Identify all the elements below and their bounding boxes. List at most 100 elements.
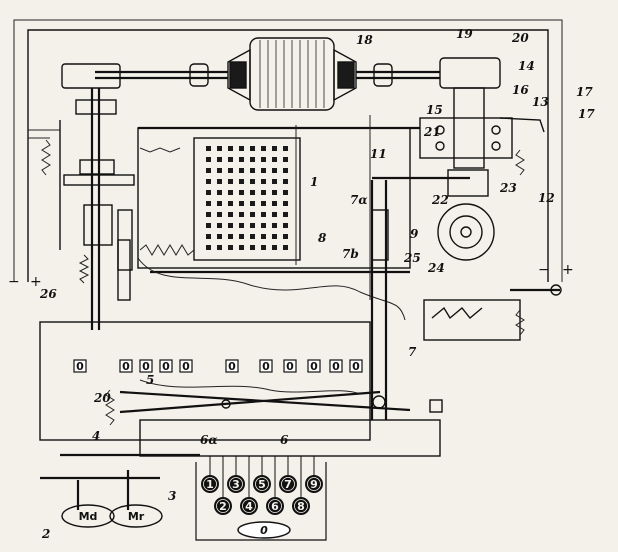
carriage-pin xyxy=(261,223,266,228)
carriage-pin xyxy=(228,157,233,162)
carriage-pin xyxy=(283,157,288,162)
carriage-pin xyxy=(283,234,288,239)
carriage-pin xyxy=(261,245,266,250)
carriage-pin xyxy=(217,234,222,239)
label-18: 18 xyxy=(356,33,373,47)
md-button-label: Md xyxy=(79,510,98,523)
register-digit: 0 xyxy=(182,360,190,373)
key-7[interactable]: 7 xyxy=(279,456,297,493)
carriage-pin xyxy=(217,245,222,250)
label-16: 16 xyxy=(512,83,529,97)
register-digit: 0 xyxy=(286,360,294,373)
label-7b: 7b xyxy=(342,247,359,261)
mr-button-label: Mr xyxy=(128,510,145,523)
carriage-pin xyxy=(206,190,211,195)
left-gear-train xyxy=(41,88,135,330)
carriage-pin xyxy=(283,245,288,250)
label-19: 19 xyxy=(456,27,473,41)
label-12: 12 xyxy=(538,191,555,205)
keyboard-housing xyxy=(195,462,327,541)
key-4[interactable]: 4 xyxy=(240,456,258,515)
carriage-pin xyxy=(228,201,233,206)
register-window: 0 xyxy=(349,359,363,373)
carriage-pin xyxy=(272,234,277,239)
carriage-pin xyxy=(239,146,244,151)
carriage-pin xyxy=(228,212,233,217)
carriage-pin xyxy=(239,201,244,206)
lever-7 xyxy=(370,176,470,420)
label-4: 4 xyxy=(92,429,100,443)
carriage-pin xyxy=(272,245,277,250)
key-2-label: 2 xyxy=(219,500,227,513)
key-9[interactable]: 9 xyxy=(305,456,323,493)
drive-shaft xyxy=(61,57,501,89)
carriage-pin xyxy=(239,234,244,239)
carriage-pin xyxy=(272,146,277,151)
carriage-pin xyxy=(261,201,266,206)
carriage-pin xyxy=(228,223,233,228)
label-8: 8 xyxy=(318,231,327,245)
carriage-pin xyxy=(228,234,233,239)
label-23: 23 xyxy=(499,181,517,195)
carriage-pin xyxy=(261,179,266,184)
key-8[interactable]: 8 xyxy=(292,456,310,515)
carriage-pin xyxy=(206,179,211,184)
left-minus-sign: − xyxy=(8,274,20,290)
carriage-pin xyxy=(261,234,266,239)
carriage-pin xyxy=(206,157,211,162)
carriage-pin xyxy=(217,168,222,173)
key-6-label: 6 xyxy=(271,500,279,513)
pin-grid xyxy=(206,146,288,250)
label-13: 13 xyxy=(532,95,549,109)
carriage-pin xyxy=(272,168,277,173)
label-9: 9 xyxy=(410,227,419,241)
key-9-label: 9 xyxy=(310,478,318,491)
key-7-label: 7 xyxy=(284,478,292,491)
carriage-pin xyxy=(250,223,255,228)
carriage-pin xyxy=(272,212,277,217)
register-window: 0 xyxy=(283,359,297,373)
carriage-pin xyxy=(283,212,288,217)
key-2[interactable]: 2 xyxy=(214,456,232,515)
carriage-pin xyxy=(228,146,233,151)
label-7a: 7α xyxy=(350,193,368,207)
label-1: 1 xyxy=(310,175,318,189)
key-5[interactable]: 5 xyxy=(253,456,271,493)
carriage-pin xyxy=(217,212,222,217)
label-20a: 20 xyxy=(511,31,529,45)
carriage-pin xyxy=(283,179,288,184)
key-6[interactable]: 6 xyxy=(266,456,284,515)
label-11: 11 xyxy=(370,147,387,161)
key-3[interactable]: 3 xyxy=(227,456,245,493)
key-1[interactable]: 1 xyxy=(201,456,219,493)
key-0[interactable]: 0 xyxy=(237,521,291,539)
right-plus-sign: + xyxy=(562,262,574,278)
register-window: 0 xyxy=(73,359,87,373)
mr-button[interactable]: Mr xyxy=(109,504,163,528)
carriage-pin xyxy=(283,146,288,151)
carriage-pin xyxy=(283,201,288,206)
carriage-pin xyxy=(250,179,255,184)
carriage-pin xyxy=(250,201,255,206)
register-window: 0 xyxy=(259,359,273,373)
left-plus-sign: + xyxy=(30,274,42,290)
carriage-pin xyxy=(217,223,222,228)
carriage-pin xyxy=(250,245,255,250)
carriage-pin xyxy=(228,190,233,195)
label-6a: 6α xyxy=(200,433,218,447)
register-digit: 0 xyxy=(332,360,340,373)
carriage-pin xyxy=(239,157,244,162)
motor xyxy=(227,37,357,111)
label-26: 26 xyxy=(39,287,57,301)
carriage-pin xyxy=(228,245,233,250)
carriage-pin xyxy=(217,157,222,162)
carriage-pin xyxy=(261,190,266,195)
carriage-pin xyxy=(250,157,255,162)
label-25: 25 xyxy=(403,251,421,265)
label-3: 3 xyxy=(168,489,176,503)
md-button[interactable]: Md xyxy=(61,504,115,528)
carriage-pin xyxy=(239,179,244,184)
register-digit: 0 xyxy=(262,360,270,373)
label-21: 21 xyxy=(423,125,441,139)
